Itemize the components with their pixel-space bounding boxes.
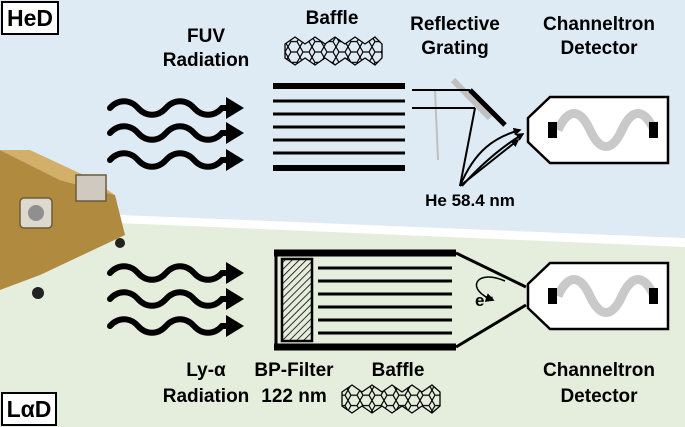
grating-label-line2: Grating — [421, 38, 489, 59]
grating-label-line1: Reflective — [410, 14, 500, 35]
hed-tag: HeD — [7, 5, 53, 31]
fuv-label-line2: Radiation — [163, 50, 250, 71]
reflective-grating — [412, 77, 525, 187]
funnel-top — [455, 251, 527, 289]
electron-path — [475, 276, 506, 302]
lad-tag-box — [1, 392, 57, 426]
lad-tag: LαD — [7, 396, 52, 422]
fuv-label-line1: FUV — [187, 26, 225, 47]
bp-filter — [280, 257, 314, 343]
filter-label-line2: 122 nm — [261, 386, 326, 407]
top-panel-background — [0, 0, 685, 240]
top-detector-label-line2: Detector — [560, 38, 638, 59]
instrument-photo — [0, 150, 125, 299]
top-baffle — [273, 83, 405, 171]
top-hexagon-mesh-icon — [284, 36, 383, 66]
top-channeltron-detector-icon — [528, 97, 668, 163]
bottom-channeltron-detector-icon — [528, 263, 668, 329]
bottom-detector-label-line2: Detector — [560, 386, 638, 407]
hed-tag-box — [1, 1, 59, 35]
electron-label: e⁻ — [475, 291, 493, 310]
bottom-baffle-label: Baffle — [372, 360, 425, 381]
he-line-label: He 58.4 nm — [425, 191, 515, 210]
lya-label-line2: Radiation — [163, 386, 250, 407]
panel-separator — [0, 210, 685, 247]
funnel-bottom — [455, 303, 527, 349]
bottom-baffle — [274, 249, 456, 351]
top-detector-label-line1: Channeltron — [543, 14, 655, 35]
bottom-detector-label-line1: Channeltron — [543, 360, 655, 381]
filter-label-line1: BP-Filter — [254, 360, 334, 381]
bottom-hexagon-mesh-icon — [341, 384, 441, 414]
lya-label-line1: Ly-α — [186, 360, 226, 381]
top-baffle-label: Baffle — [306, 8, 359, 29]
